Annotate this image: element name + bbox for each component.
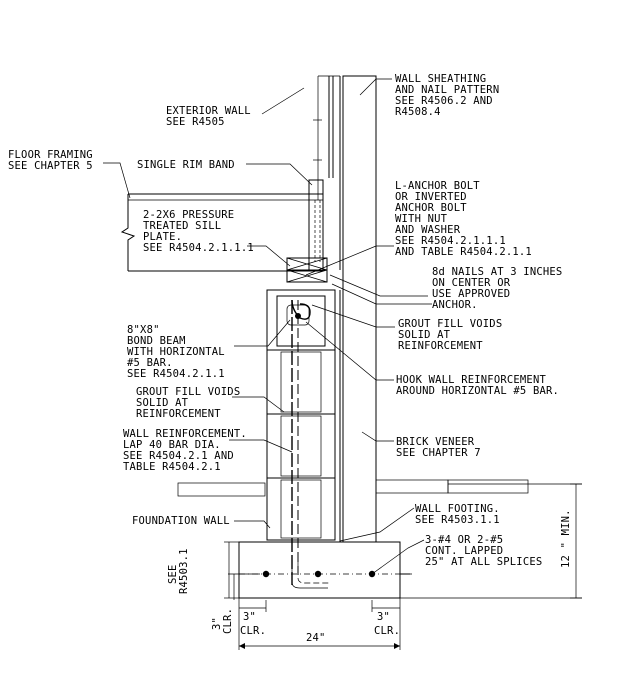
svg-text:SEE R4504.2.1.1: SEE R4504.2.1.1 [127, 368, 225, 380]
svg-text:12 " MIN.: 12 " MIN. [560, 509, 572, 568]
svg-text:SEE CHAPTER 7: SEE CHAPTER 7 [396, 447, 481, 459]
leader-lines [103, 78, 432, 575]
svg-text:HOOK WALL REINFORCEMENT: HOOK WALL REINFORCEMENT [396, 374, 546, 386]
svg-text:REINFORCEMENT: REINFORCEMENT [398, 340, 483, 352]
svg-text:CLR.: CLR. [222, 608, 234, 634]
svg-text:3": 3" [211, 617, 223, 630]
label-hook-wall-reinforcement: HOOK WALL REINFORCEMENT AROUND HORIZONTA… [396, 374, 559, 397]
label-foundation-wall: FOUNDATION WALL [132, 515, 230, 527]
label-exterior-wall: EXTERIOR WALL SEE R4505 [166, 105, 251, 128]
label-clr-right: 3" CLR. [374, 611, 400, 637]
svg-text:ANCHOR.: ANCHOR. [432, 299, 478, 311]
svg-text:USE APPROVED: USE APPROVED [432, 288, 510, 300]
svg-text:SOLID AT: SOLID AT [136, 397, 189, 409]
label-width-24: 24" [306, 632, 326, 644]
finished-grade-soil [177, 479, 529, 497]
svg-text:SEE R4503.1.1: SEE R4503.1.1 [415, 514, 500, 526]
dimension-lines [224, 483, 582, 650]
svg-text:SEE R4505: SEE R4505 [166, 116, 225, 128]
label-wall-footing: WALL FOOTING. SEE R4503.1.1 [415, 503, 500, 526]
label-clr-left: 3" CLR. [240, 611, 266, 637]
svg-text:#5 BAR.: #5 BAR. [127, 357, 173, 369]
svg-text:AND NAIL PATTERN: AND NAIL PATTERN [395, 84, 499, 96]
label-splice-bars: 3-#4 OR 2-#5 CONT. LAPPED 25" AT ALL SPL… [425, 534, 542, 568]
svg-text:SINGLE RIM BAND: SINGLE RIM BAND [137, 159, 235, 171]
label-single-rim-band: SINGLE RIM BAND [137, 159, 235, 171]
svg-text:OR INVERTED: OR INVERTED [395, 191, 467, 203]
svg-text:R4503.1: R4503.1 [178, 548, 190, 594]
label-min-height: 12 " MIN. [560, 509, 572, 568]
brick-veneer [339, 75, 377, 543]
svg-text:WALL REINFORCEMENT.: WALL REINFORCEMENT. [123, 428, 247, 440]
svg-text:WITH HORIZONTAL: WITH HORIZONTAL [127, 346, 225, 358]
svg-text:TABLE R4504.2.1: TABLE R4504.2.1 [123, 461, 221, 473]
label-wall-reinforcement: WALL REINFORCEMENT. LAP 40 BAR DIA. SEE … [123, 428, 247, 473]
svg-text:SEE CHAPTER 5: SEE CHAPTER 5 [8, 160, 93, 172]
svg-text:LAP 40 BAR DIA.: LAP 40 BAR DIA. [123, 439, 221, 451]
svg-text:25" AT ALL SPLICES: 25" AT ALL SPLICES [425, 556, 542, 568]
sill-plate [286, 257, 328, 283]
svg-text:L-ANCHOR BOLT: L-ANCHOR BOLT [395, 180, 480, 192]
svg-text:2-2X6 PRESSURE: 2-2X6 PRESSURE [143, 209, 234, 221]
label-bond-beam: 8"X8" BOND BEAM WITH HORIZONTAL #5 BAR. … [127, 324, 225, 380]
svg-text:ANCHOR BOLT: ANCHOR BOLT [395, 202, 467, 214]
svg-text:3-#4 OR 2-#5: 3-#4 OR 2-#5 [425, 534, 503, 546]
svg-text:AND WASHER: AND WASHER [395, 224, 461, 236]
svg-text:3": 3" [377, 611, 390, 623]
svg-text:24": 24" [306, 632, 326, 644]
svg-text:SOLID AT: SOLID AT [398, 329, 451, 341]
svg-text:3": 3" [243, 611, 256, 623]
svg-text:SEE R4504.2.1 AND: SEE R4504.2.1 AND [123, 450, 234, 462]
svg-text:CONT. LAPPED: CONT. LAPPED [425, 545, 503, 557]
label-brick-veneer: BRICK VENEER SEE CHAPTER 7 [396, 436, 481, 459]
label-nails: 8d NAILS AT 3 INCHES ON CENTER OR USE AP… [432, 266, 562, 311]
svg-text:EXTERIOR WALL: EXTERIOR WALL [166, 105, 251, 117]
svg-text:ON CENTER OR: ON CENTER OR [432, 277, 511, 289]
svg-text:GROUT FILL VOIDS: GROUT FILL VOIDS [398, 318, 502, 330]
svg-text:CLR.: CLR. [374, 625, 400, 637]
label-sill-plate: 2-2X6 PRESSURE TREATED SILL PLATE. SEE R… [143, 209, 254, 254]
svg-text:WALL FOOTING.: WALL FOOTING. [415, 503, 500, 515]
label-see-r4503-1: SEE R4503.1 [167, 548, 190, 594]
svg-text:BOND BEAM: BOND BEAM [127, 335, 186, 347]
svg-text:8d NAILS AT 3 INCHES: 8d NAILS AT 3 INCHES [432, 266, 562, 278]
svg-text:FLOOR FRAMING: FLOOR FRAMING [8, 149, 93, 161]
cmu-foundation-wall [266, 289, 336, 585]
exterior-stud-wall [313, 75, 341, 270]
svg-text:SEE R4504.2.1.1.1: SEE R4504.2.1.1.1 [143, 242, 254, 254]
svg-text:CLR.: CLR. [240, 625, 266, 637]
svg-text:AROUND HORIZONTAL #5 BAR.: AROUND HORIZONTAL #5 BAR. [396, 385, 559, 397]
svg-text:GROUT FILL VOIDS: GROUT FILL VOIDS [136, 386, 240, 398]
label-clr-vertical: 3" CLR. [211, 608, 234, 634]
svg-text:WITH NUT: WITH NUT [395, 213, 448, 225]
label-grout-fill-right: GROUT FILL VOIDS SOLID AT REINFORCEMENT [398, 318, 502, 352]
label-floor-framing: FLOOR FRAMING SEE CHAPTER 5 [8, 149, 93, 172]
label-anchor-bolt: L-ANCHOR BOLT OR INVERTED ANCHOR BOLT WI… [395, 180, 532, 258]
svg-text:BRICK VENEER: BRICK VENEER [396, 436, 475, 448]
svg-text:AND TABLE R4504.2.1.1: AND TABLE R4504.2.1.1 [395, 246, 532, 258]
label-grout-fill-left: GROUT FILL VOIDS SOLID AT REINFORCEMENT [136, 386, 240, 420]
svg-text:PLATE.: PLATE. [143, 231, 182, 243]
svg-text:WALL SHEATHING: WALL SHEATHING [395, 73, 486, 85]
svg-text:8"X8": 8"X8" [127, 324, 160, 336]
svg-text:SEE R4504.2.1.1.1: SEE R4504.2.1.1.1 [395, 235, 506, 247]
concrete-wall-footing [238, 541, 412, 599]
svg-text:R4508.4: R4508.4 [395, 106, 441, 118]
svg-text:TREATED SILL: TREATED SILL [143, 220, 221, 232]
svg-text:SEE: SEE [167, 564, 179, 584]
svg-text:REINFORCEMENT: REINFORCEMENT [136, 408, 221, 420]
svg-text:FOUNDATION WALL: FOUNDATION WALL [132, 515, 230, 527]
svg-text:SEE R4506.2 AND: SEE R4506.2 AND [395, 95, 493, 107]
label-wall-sheathing: WALL SHEATHING AND NAIL PATTERN SEE R450… [395, 73, 499, 118]
